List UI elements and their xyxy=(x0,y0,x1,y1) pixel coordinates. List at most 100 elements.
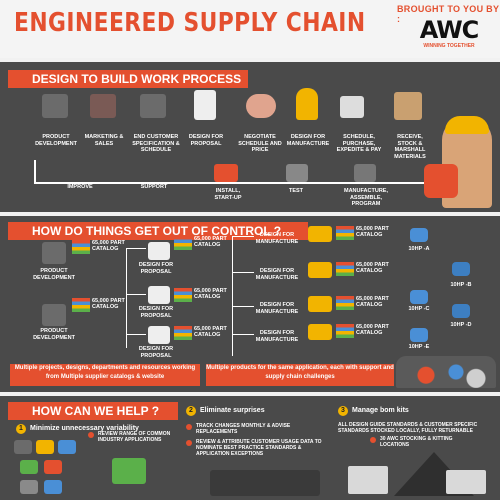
engineer-icon xyxy=(296,88,318,120)
industry-icon xyxy=(36,440,54,454)
catalog-label: 65,000 PART CATALOG xyxy=(356,324,389,336)
catalog-books-icon xyxy=(174,236,192,250)
parts-pile-illustration xyxy=(396,356,496,388)
brought-by-label: BROUGHT TO YOU BY : xyxy=(397,4,500,24)
help-bullet: REVIEW RANGE OF COMMON INDUSTRY APPLICAT… xyxy=(98,431,171,443)
connector-line xyxy=(232,334,254,335)
how-help-heading: HOW CAN WE HELP ? xyxy=(8,402,178,420)
help-bullet: TRACK CHANGES MONTHLY & ADVISE REPLACEME… xyxy=(196,423,291,435)
product-dev-label: PRODUCT DEVELOPMENT xyxy=(33,328,75,341)
install-label: INSTALL, START-UP xyxy=(214,188,242,201)
support-label: SUPPORT xyxy=(140,184,168,190)
test-icon xyxy=(286,164,308,182)
connector-line xyxy=(232,306,254,307)
industry-icon xyxy=(14,440,32,454)
note-products: Multiple products for the same applicati… xyxy=(206,364,394,386)
proposal-icon xyxy=(148,286,170,304)
catalog-books-icon xyxy=(72,240,90,254)
connector-line xyxy=(232,236,233,356)
motor-icon xyxy=(452,262,470,276)
step-number-badge: 2 xyxy=(186,406,196,416)
motor-icon xyxy=(424,164,458,198)
check-icon xyxy=(186,440,192,446)
data-chart-illustration xyxy=(210,470,320,496)
proposal-icon xyxy=(148,326,170,344)
proposal-icon xyxy=(148,242,170,260)
product-dev-label: PRODUCT DEVELOPMENT xyxy=(33,268,75,281)
step-label: RECEIVE, STOCK & MARSHALL MATERIALS xyxy=(394,134,426,160)
catalog-books-icon xyxy=(336,324,354,338)
truck-icon xyxy=(446,470,486,494)
help-item-title: Minimize unnecessary variability xyxy=(30,425,139,432)
design-manufacture-label: DESIGN FOR MANUFACTURE xyxy=(255,232,299,245)
connector-line xyxy=(126,248,146,249)
catalog-label: 65,000 PART CATALOG xyxy=(92,298,125,310)
awc-logo: AWC WINNING TOGETHER xyxy=(419,16,480,52)
specification-icon xyxy=(140,94,166,118)
catalog-label: 65,000 PART CATALOG xyxy=(194,326,227,338)
product-dev-icon xyxy=(42,304,66,326)
catalog-label: 65,000 PART CATALOG xyxy=(356,296,389,308)
motor-label: 10HP -C xyxy=(408,306,430,312)
product-development-icon xyxy=(42,94,68,118)
header xyxy=(0,0,500,58)
manufacture-label: MANUFACTURE, ASSEMBLE, PROGRAM xyxy=(344,188,388,207)
check-icon xyxy=(370,437,376,443)
industry-icon xyxy=(44,480,62,494)
improve-label: IMPROVE xyxy=(67,184,93,190)
help-item-title: Eliminate surprises xyxy=(200,407,265,414)
connector-line xyxy=(126,334,146,335)
step-number-badge: 1 xyxy=(16,424,26,434)
test-label: TEST xyxy=(288,188,304,194)
catalog-label: 65,000 PART CATALOG xyxy=(356,262,389,274)
logo-tagline: WINNING TOGETHER xyxy=(423,43,475,49)
engineer-desk-icon xyxy=(308,262,332,278)
calendar-icon xyxy=(340,96,364,118)
motor-icon xyxy=(452,304,470,318)
check-icon xyxy=(186,424,192,430)
motor-label: 10HP -D xyxy=(450,322,472,328)
engineer-desk-icon xyxy=(308,226,332,242)
catalog-books-icon xyxy=(174,288,192,302)
motor-icon xyxy=(410,228,428,242)
industry-icon xyxy=(20,460,38,474)
flow-line xyxy=(34,160,36,183)
catalog-books-icon xyxy=(336,262,354,276)
step-label: NEGOTIATE SCHEDULE AND PRICE xyxy=(238,134,282,153)
design-proposal-label: DESIGN FOR PROPOSAL xyxy=(138,262,174,275)
help-bullet: REVIEW & ATTRIBUTE CUSTOMER USAGE DATA T… xyxy=(196,439,322,457)
work-process-heading: DESIGN TO BUILD WORK PROCESS xyxy=(8,70,248,88)
step-label: MARKETING & SALES xyxy=(84,134,124,147)
note-catalogs: Multiple projects, designs, departments … xyxy=(10,364,200,386)
check-icon xyxy=(88,432,94,438)
catalog-label: 65,000 PART CATALOG xyxy=(356,226,389,238)
motor-icon xyxy=(112,458,146,484)
motor-label: 10HP -B xyxy=(450,282,472,288)
design-proposal-label: DESIGN FOR PROPOSAL xyxy=(138,306,174,319)
motor-icon xyxy=(410,290,428,304)
catalog-books-icon xyxy=(336,226,354,240)
truck-icon xyxy=(348,466,388,494)
connector-line xyxy=(232,272,254,273)
catalog-books-icon xyxy=(174,326,192,340)
logo-text: AWC xyxy=(419,16,480,44)
connector-line xyxy=(126,294,146,295)
industry-icon xyxy=(20,480,38,494)
out-of-control-heading: HOW DO THINGS GET OUT OF CONTROL ? xyxy=(8,222,308,240)
proposal-document-icon xyxy=(194,90,216,120)
catalog-books-icon xyxy=(72,298,90,312)
industry-icon xyxy=(44,460,62,474)
design-manufacture-label: DESIGN FOR MANUFACTURE xyxy=(255,330,299,343)
motor-label: 10HP -A xyxy=(408,246,430,252)
catalog-books-icon xyxy=(336,296,354,310)
connector-line xyxy=(126,248,127,348)
marketing-icon xyxy=(90,94,116,118)
engineer-desk-icon xyxy=(308,324,332,340)
engineer-desk-icon xyxy=(308,296,332,312)
catalog-label: 65,000 PART CATALOG xyxy=(92,240,125,252)
help-item-title: Manage bom kits xyxy=(352,407,409,414)
design-manufacture-label: DESIGN FOR MANUFACTURE xyxy=(255,268,299,281)
install-icon xyxy=(214,164,238,182)
motor-icon xyxy=(410,328,428,342)
design-proposal-label: DESIGN FOR PROPOSAL xyxy=(138,346,174,359)
